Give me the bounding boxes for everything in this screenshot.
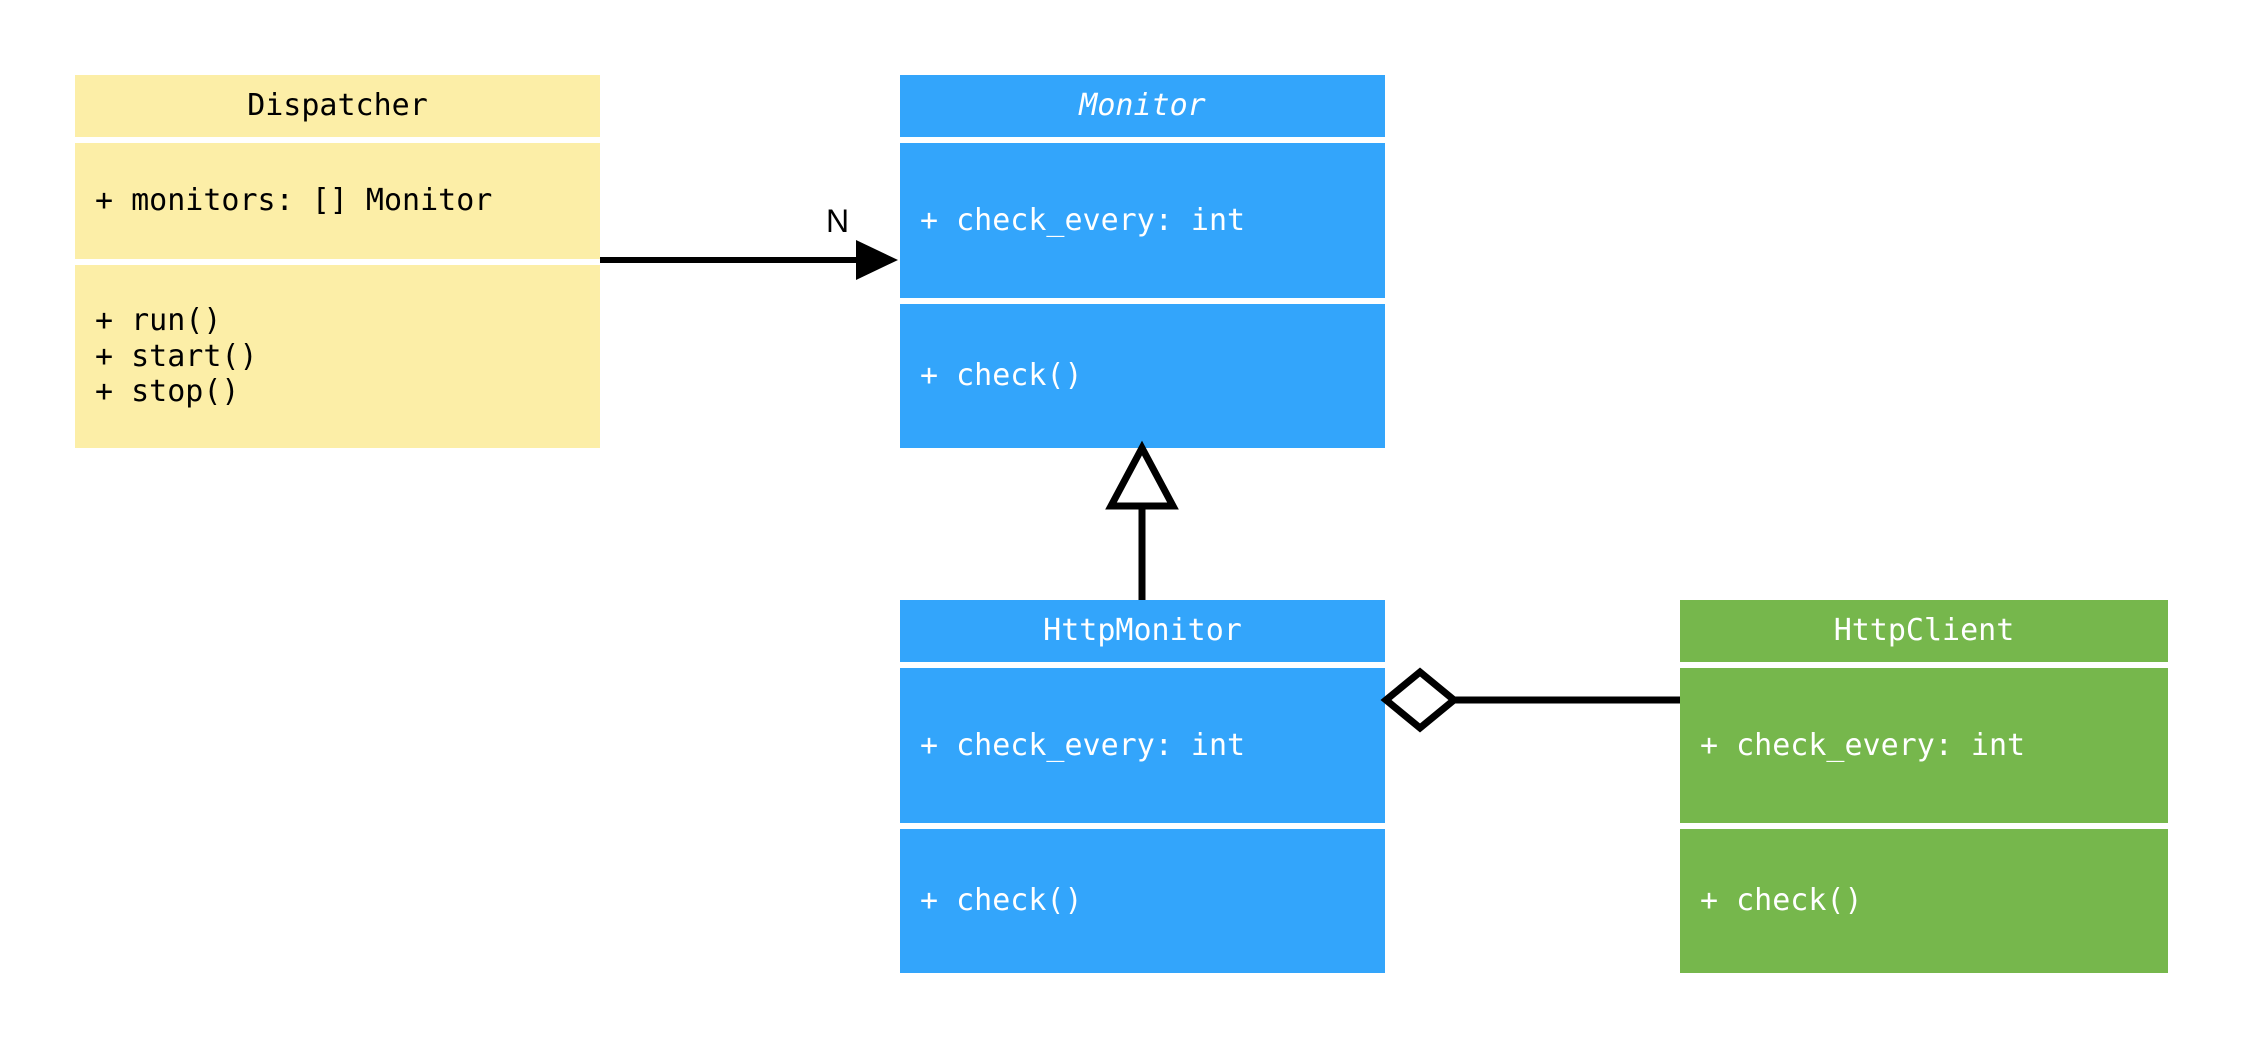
method-row: + check() bbox=[920, 883, 1083, 919]
attribute-row: + check_every: int bbox=[920, 727, 1246, 763]
relation-label-multiplicity: N bbox=[826, 203, 850, 239]
class-methods-section-dispatcher: + run() + start() + stop() bbox=[75, 265, 600, 448]
section-divider bbox=[75, 137, 600, 143]
attribute-row: + check_every: int bbox=[920, 202, 1246, 238]
method-row: + stop() bbox=[95, 374, 240, 410]
class-title-section-dispatcher: Dispatcher bbox=[75, 75, 600, 137]
class-box-monitor[interactable]: Monitor + check_every: int + check() bbox=[900, 75, 1385, 448]
section-divider bbox=[900, 137, 1385, 143]
method-row: + start() bbox=[95, 338, 258, 374]
class-attributes-section-dispatcher: + monitors: [] Monitor bbox=[75, 143, 600, 259]
relation-association-dispatcher-monitor bbox=[600, 240, 898, 280]
class-box-httpclient[interactable]: HttpClient + check_every: int + check() bbox=[1680, 600, 2168, 973]
section-divider bbox=[1680, 823, 2168, 829]
attribute-row: + monitors: [] Monitor bbox=[95, 183, 493, 219]
relation-aggregation-httpmonitor-httpclient bbox=[1380, 667, 1680, 733]
class-name-httpmonitor: HttpMonitor bbox=[1043, 613, 1242, 648]
class-methods-section-httpmonitor: + check() bbox=[900, 829, 1385, 973]
section-divider bbox=[900, 662, 1385, 668]
section-divider bbox=[1680, 662, 2168, 668]
class-name-httpclient: HttpClient bbox=[1833, 613, 2015, 648]
method-row: + check() bbox=[1700, 883, 1863, 919]
attribute-row: + check_every: int bbox=[1700, 727, 2026, 763]
relation-generalization-httpmonitor-monitor bbox=[1105, 440, 1179, 600]
class-attributes-section-httpclient: + check_every: int bbox=[1680, 668, 2168, 823]
class-methods-section-httpclient: + check() bbox=[1680, 829, 2168, 973]
method-row: + check() bbox=[920, 358, 1083, 394]
class-name-monitor: Monitor bbox=[1079, 88, 1206, 123]
section-divider bbox=[900, 823, 1385, 829]
class-box-httpmonitor[interactable]: HttpMonitor + check_every: int + check() bbox=[900, 600, 1385, 973]
class-title-section-monitor: Monitor bbox=[900, 75, 1385, 137]
class-methods-section-monitor: + check() bbox=[900, 304, 1385, 448]
class-title-section-httpmonitor: HttpMonitor bbox=[900, 600, 1385, 662]
class-box-dispatcher[interactable]: Dispatcher + monitors: [] Monitor + run(… bbox=[75, 75, 600, 448]
class-title-section-httpclient: HttpClient bbox=[1680, 600, 2168, 662]
method-row: + run() bbox=[95, 303, 222, 339]
section-divider bbox=[75, 259, 600, 265]
class-name-dispatcher: Dispatcher bbox=[247, 88, 428, 123]
class-attributes-section-httpmonitor: + check_every: int bbox=[900, 668, 1385, 823]
class-attributes-section-monitor: + check_every: int bbox=[900, 143, 1385, 298]
section-divider bbox=[900, 298, 1385, 304]
